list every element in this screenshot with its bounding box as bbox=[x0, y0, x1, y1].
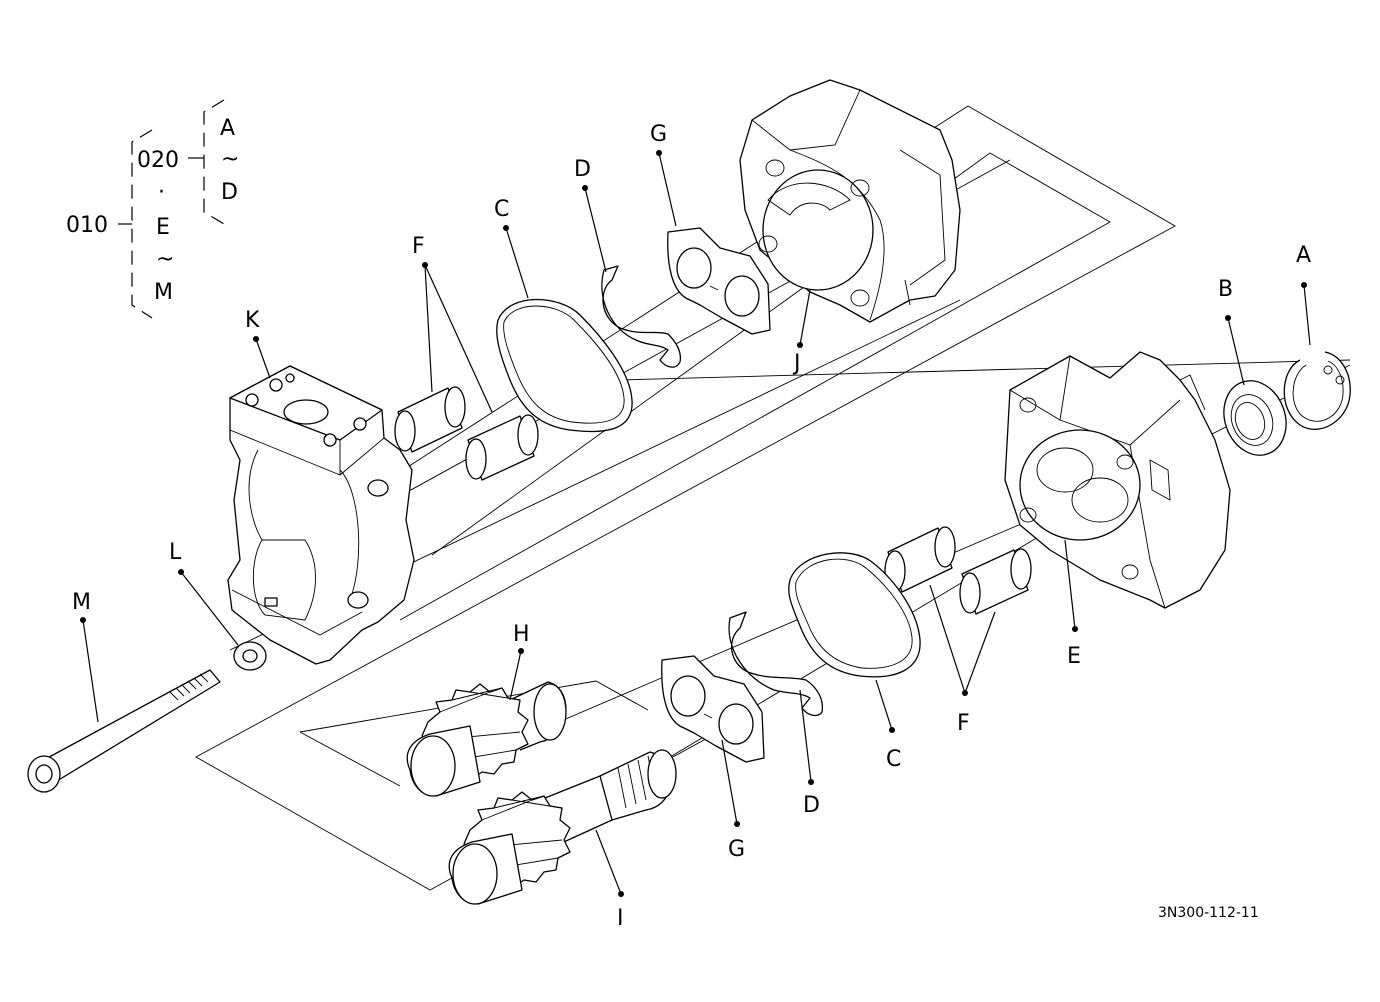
range-tilde-1: ~ bbox=[221, 147, 239, 172]
callout-g-upper: G bbox=[650, 122, 667, 147]
separator-dot: · bbox=[158, 180, 165, 205]
callout-d-upper: D bbox=[574, 157, 591, 182]
part-c-gasket-upper bbox=[496, 298, 633, 433]
range-a: A bbox=[220, 116, 235, 141]
part-hierarchy-bracket: 010 020 A ~ D · E ~ M bbox=[66, 99, 239, 319]
part-f-bushings-upper bbox=[394, 386, 539, 481]
range-e: E bbox=[156, 215, 170, 240]
part-j-gear-housing bbox=[739, 79, 961, 323]
reference-number: 3N300-112-11 bbox=[1158, 905, 1259, 921]
range-m: M bbox=[154, 280, 173, 305]
part-i-drive-gear-shaft bbox=[448, 749, 677, 905]
callout-b: B bbox=[1218, 277, 1233, 302]
part-g-wear-plate-lower bbox=[661, 655, 765, 763]
callout-l: L bbox=[169, 540, 182, 565]
part-c-gasket-lower bbox=[788, 552, 921, 678]
callout-j: J bbox=[792, 351, 801, 376]
range-tilde-2: ~ bbox=[156, 247, 174, 272]
leader-lines bbox=[80, 150, 1311, 897]
callout-k: K bbox=[245, 308, 260, 333]
callout-c-lower: C bbox=[886, 747, 901, 772]
part-g-wear-plate-upper bbox=[667, 227, 771, 335]
callout-c-upper: C bbox=[494, 197, 509, 222]
part-d-backup-ring-upper bbox=[601, 265, 682, 368]
callout-f-lower: F bbox=[957, 711, 970, 736]
part-b-oil-seal bbox=[1223, 380, 1287, 456]
range-d: D bbox=[221, 180, 238, 205]
callout-d-lower: D bbox=[803, 793, 820, 818]
code-010: 010 bbox=[66, 213, 108, 238]
part-f-bushings-lower bbox=[884, 526, 1032, 615]
part-m-bolt bbox=[27, 669, 221, 793]
callout-e: E bbox=[1067, 644, 1081, 669]
callout-i: I bbox=[617, 906, 624, 931]
callout-h: H bbox=[513, 622, 530, 647]
part-d-backup-ring-lower bbox=[728, 611, 824, 717]
part-k-pump-body bbox=[227, 365, 415, 665]
part-e-cover-plate bbox=[1004, 351, 1231, 609]
part-a-snap-ring bbox=[1283, 351, 1351, 430]
part-l-washer bbox=[233, 641, 267, 671]
callout-m: M bbox=[72, 590, 91, 615]
callout-labels: A B C C D D E F F G G H I J K L M bbox=[72, 122, 1311, 931]
callout-g-lower: G bbox=[728, 837, 745, 862]
part-h-driven-gear bbox=[406, 681, 567, 797]
callout-a: A bbox=[1296, 243, 1311, 268]
callout-f-upper: F bbox=[412, 234, 425, 259]
code-020: 020 bbox=[137, 148, 179, 173]
